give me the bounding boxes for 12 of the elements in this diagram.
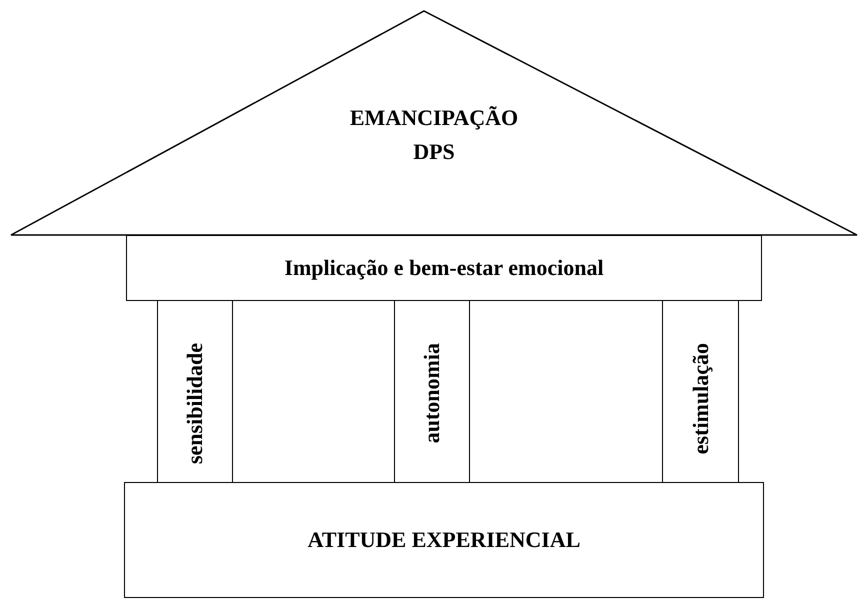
beam-box (126, 235, 762, 301)
base-text: ATITUDE EXPERIENCIAL (308, 527, 580, 553)
base-box (124, 482, 764, 598)
pillar-text: estimulação (688, 343, 714, 454)
roof-text: DPS (413, 139, 455, 165)
pillar-box (394, 300, 470, 483)
pillar-box (157, 300, 233, 483)
roof-text: EMANCIPAÇÃO (350, 105, 518, 131)
pillar-text: sensibilidade (182, 343, 208, 464)
beam-text: Implicação e bem-estar emocional (284, 255, 604, 281)
pillar-box (662, 300, 739, 483)
pillar-text: autonomia (419, 343, 445, 444)
